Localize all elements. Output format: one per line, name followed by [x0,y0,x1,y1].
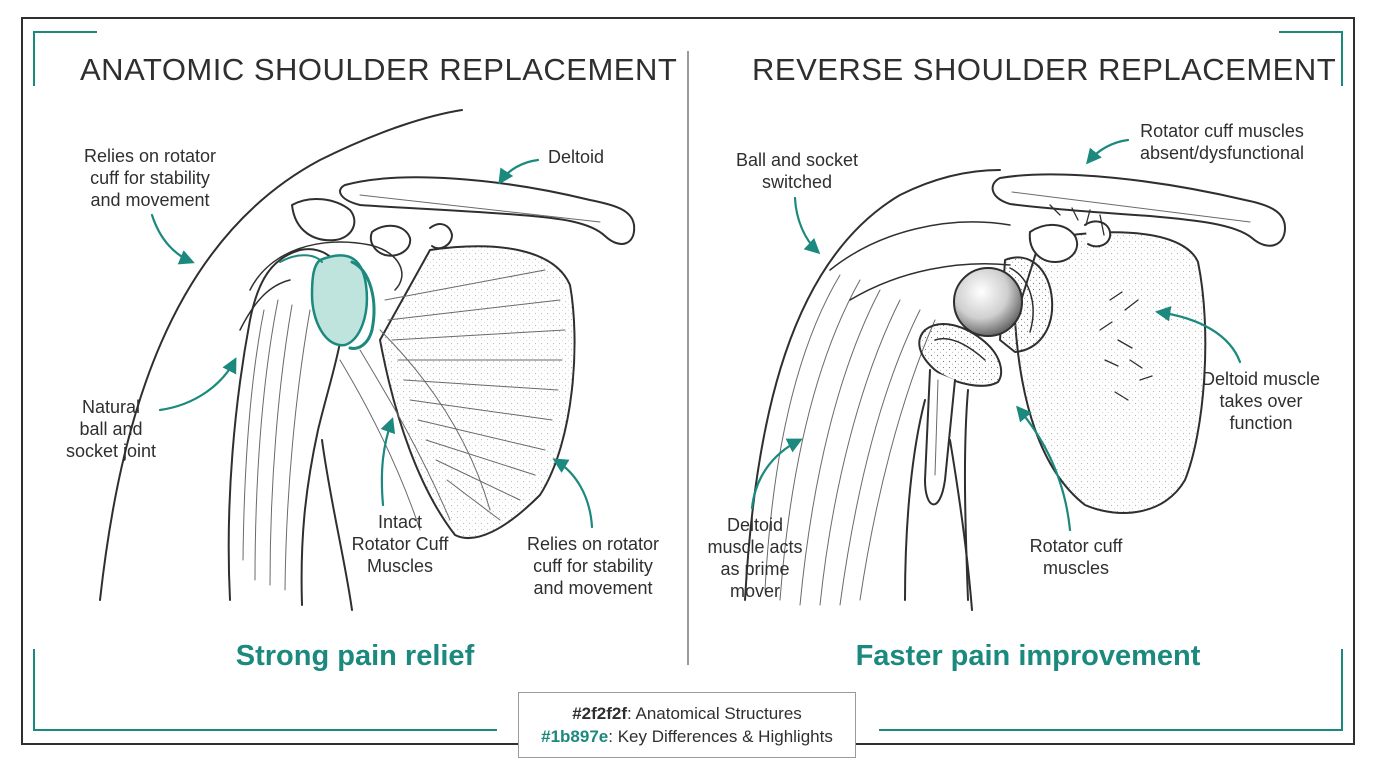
label-deltoid-prime-mover: Deltoid muscle acts as prime mover [707,515,803,601]
arrow-prime-mover [750,438,803,510]
arrow-rotator-bottom [552,458,594,529]
reverse-title: REVERSE SHOULDER REPLACEMENT [752,52,1337,87]
legend-accent-text: : Key Differences & Highlights [608,727,833,746]
anatomic-title: ANATOMIC SHOULDER REPLACEMENT [80,52,678,87]
arrow-rotator-top [150,213,195,265]
reverse-summary: Faster pain improvement [855,640,1201,672]
anatomic-shoulder-illustration [99,109,636,611]
label-natural-ball-socket: Natural ball and socket joint [65,397,157,461]
arrow-natural-joint [158,357,237,412]
arrow-cuff-absent [1086,138,1130,165]
label-rotator-cuff-stability-top: Relies on rotator cuff for stability and… [83,146,217,210]
arrow-cuff-muscles [1016,405,1072,532]
legend-accent-code: #1b897e [541,727,609,746]
arrow-deltoid [498,158,540,185]
glenosphere-ball [953,267,1023,337]
label-rotator-cuff-muscles: Rotator cuff muscles [1029,536,1123,578]
reverse-arrows [750,138,1242,532]
label-deltoid-takes-over: Deltoid muscle takes over function [1201,369,1321,433]
legend-structure-text: : Anatomical Structures [627,704,802,723]
legend-row-highlights: #1b897e: Key Differences & Highlights [541,725,833,748]
anatomic-arrows [150,158,594,529]
label-deltoid: Deltoid [547,147,605,167]
anatomic-summary: Strong pain relief [235,640,475,672]
label-rotator-cuff-absent: Rotator cuff muscles absent/dysfunctiona… [1139,121,1305,163]
label-rotator-cuff-stability-bottom: Relies on rotator cuff for stability and… [526,534,660,598]
color-legend: #2f2f2f: Anatomical Structures #1b897e: … [518,692,856,758]
label-intact-rotator-cuff: Intact Rotator Cuff Muscles [351,512,449,576]
reverse-shoulder-illustration [744,169,1286,611]
arrow-deltoid-takes-over [1154,306,1242,364]
label-ball-socket-switched: Ball and socket switched [735,150,859,192]
arrow-switched [793,196,821,255]
legend-structure-code: #2f2f2f [572,704,627,723]
arrow-intact-cuff [380,417,396,507]
legend-row-structures: #2f2f2f: Anatomical Structures [572,702,802,725]
